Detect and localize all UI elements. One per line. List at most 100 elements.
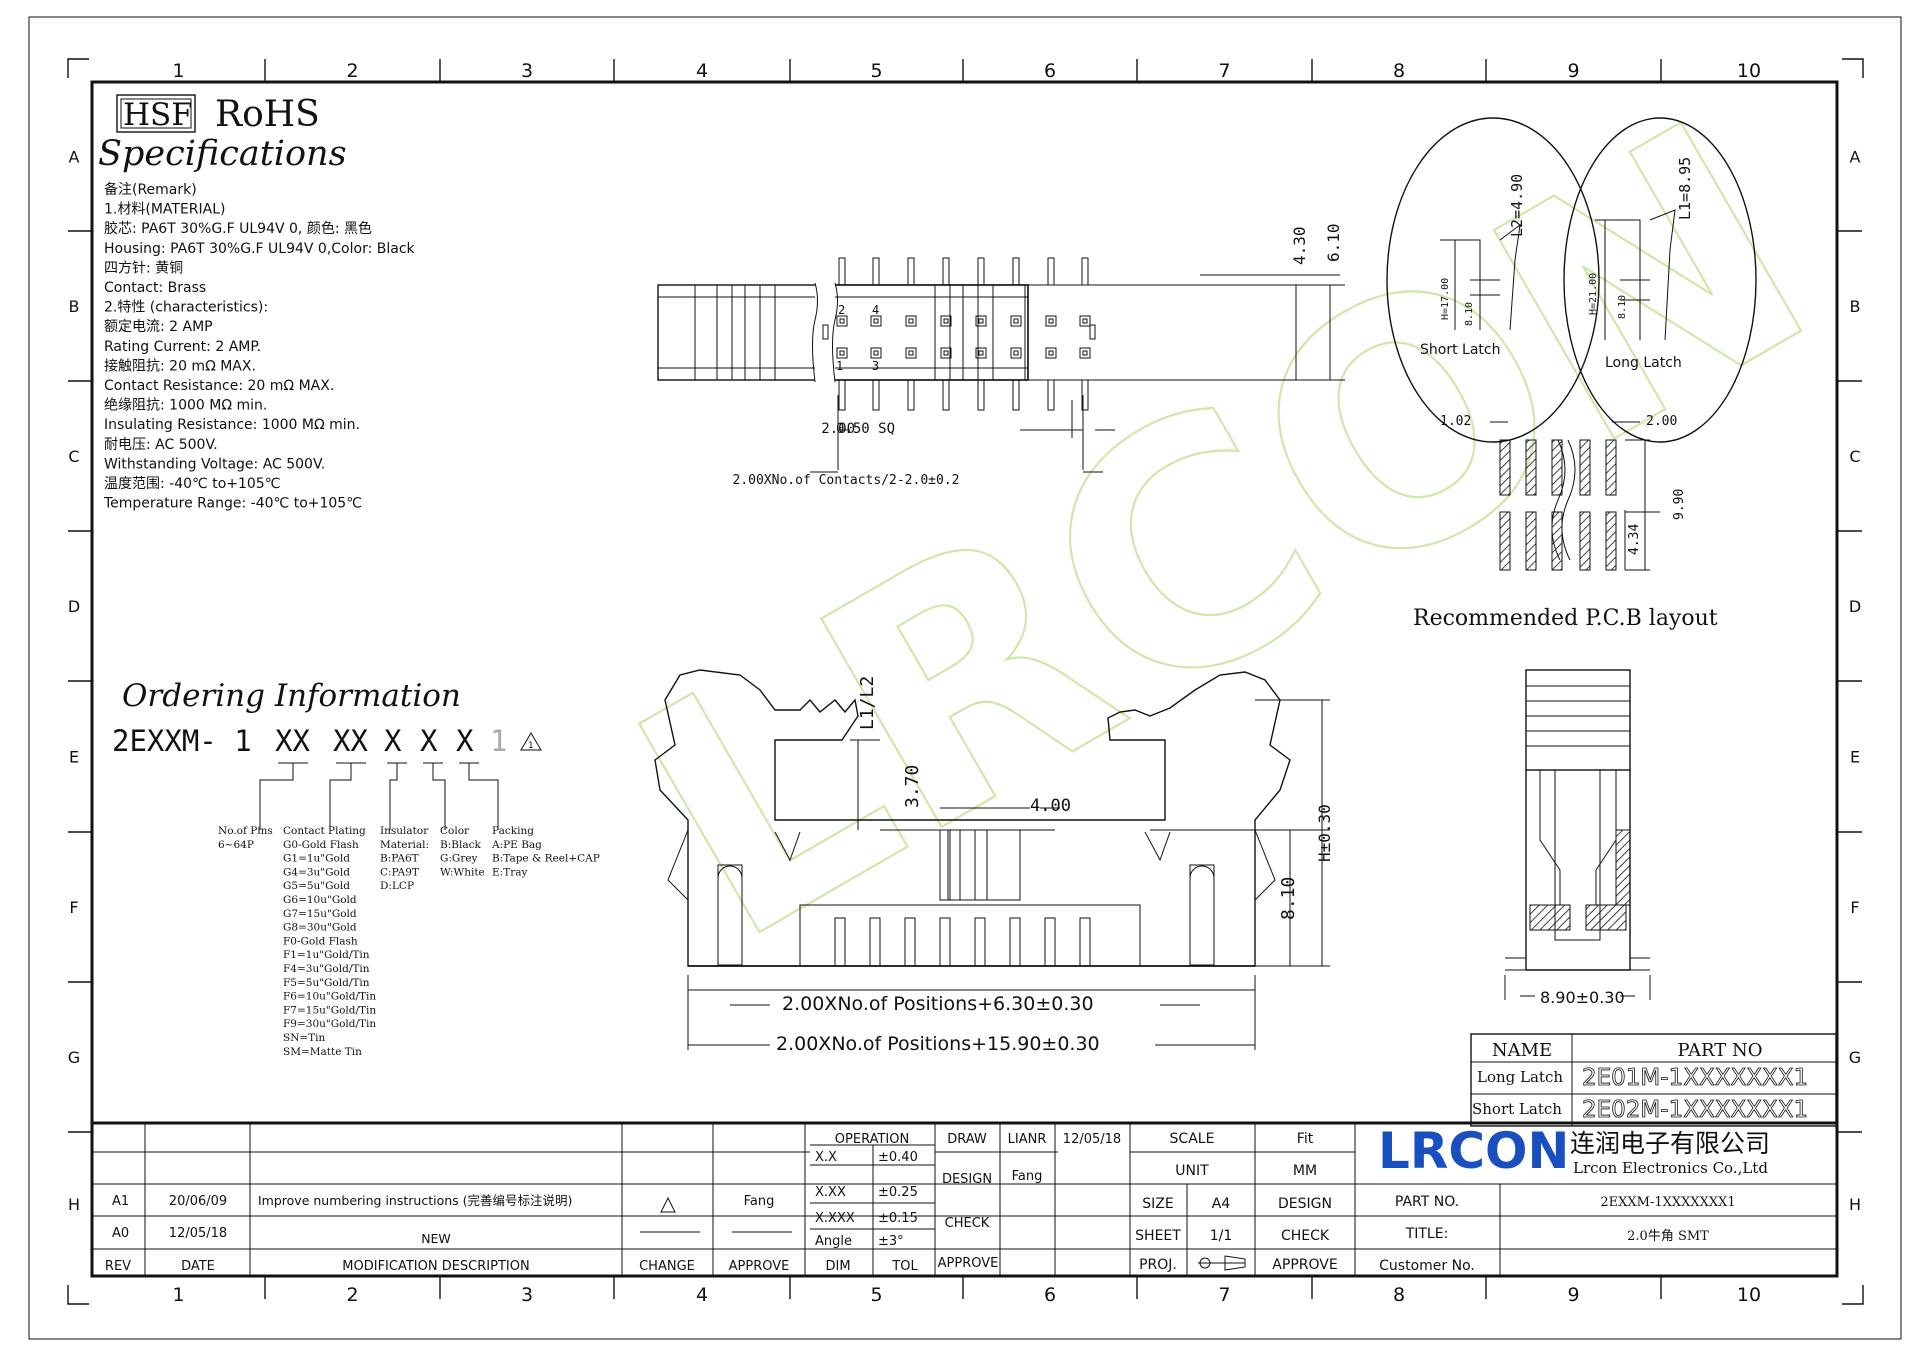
spec-line: 胶芯: PA6T 30%G.F UL94V 0, 颜色: 黑色 <box>104 220 372 237</box>
svg-text:3.70: 3.70 <box>902 765 923 808</box>
hsf-label: HSF <box>123 97 193 133</box>
grid-row-label: F <box>1850 898 1859 917</box>
svg-text:2EXXM-1XXXXXXX1: 2EXXM-1XXXXXXX1 <box>1600 1195 1735 1210</box>
ordering-option: G4=3u"Gold <box>283 866 350 878</box>
ordering-option: F4=3u"Gold/Tin <box>283 963 370 975</box>
svg-text:NAME: NAME <box>1492 1040 1552 1061</box>
spec-lines: 备注(Remark)1.材料(MATERIAL)胶芯: PA6T 30%G.F … <box>103 181 416 512</box>
svg-text:8.90±0.30: 8.90±0.30 <box>1540 988 1625 1007</box>
grid-col-label: 7 <box>1218 60 1230 82</box>
svg-text:6.10: 6.10 <box>1324 223 1343 262</box>
pcb-pad <box>1551 511 1563 571</box>
svg-text:4.34: 4.34 <box>1627 524 1642 555</box>
pcb-pad <box>1525 439 1537 496</box>
grid-row-label: C <box>68 447 79 466</box>
ordering-option: W:White <box>440 866 485 878</box>
spec-line: Rating Current: 2 AMP. <box>104 339 261 355</box>
pin-number: 2 <box>838 303 845 317</box>
projection-symbol-icon <box>1198 1255 1246 1271</box>
rev-cell: Fang <box>744 1194 775 1209</box>
side-view: 8.90±0.30 <box>1504 669 1651 1007</box>
spec-line: Temperature Range: -40℃ to+105℃ <box>103 496 362 512</box>
grid-col-label: 8 <box>1393 60 1405 82</box>
contact-pin <box>1079 917 1091 967</box>
rohs-header: HSF RoHS <box>116 94 320 135</box>
pcb-pad <box>1605 511 1617 571</box>
grid-col-label: 8 <box>1393 1284 1405 1306</box>
grid-row-label: F <box>69 898 78 917</box>
svg-text:1.02: 1.02 <box>1440 414 1471 429</box>
tol-value: ±3° <box>878 1234 904 1249</box>
grid-col-label: 2 <box>346 60 358 82</box>
tol-label: X.XXX <box>815 1211 855 1226</box>
grid-row-label: E <box>1850 748 1860 767</box>
svg-text:LIANR: LIANR <box>1008 1132 1047 1147</box>
svg-text:DIM: DIM <box>825 1259 850 1274</box>
rohs-label: RoHS <box>215 94 320 135</box>
ordering-option: G7=15u"Gold <box>283 908 357 920</box>
ordering-option: B:PA6T <box>380 853 419 865</box>
svg-text:H=21.00: H=21.00 <box>1588 273 1599 315</box>
svg-text:4.30: 4.30 <box>1290 226 1309 265</box>
contact-pin <box>1044 917 1056 967</box>
grid-row-label: E <box>69 748 79 767</box>
pcb-pad <box>1579 511 1591 571</box>
contact-pin <box>869 917 881 967</box>
tol-value: ±0.15 <box>878 1211 918 1226</box>
ordering-option: F5=5u"Gold/Tin <box>283 977 370 989</box>
pcb-pad <box>1499 511 1511 571</box>
svg-text:Fang: Fang <box>1012 1169 1043 1184</box>
svg-text:L2=4.90: L2=4.90 <box>1508 174 1526 237</box>
contact-pin <box>904 917 916 967</box>
grid-row-label: C <box>1849 447 1860 466</box>
svg-text:PROJ.: PROJ. <box>1139 1257 1177 1273</box>
spec-line: Contact: Brass <box>104 280 206 296</box>
svg-text:Short Latch: Short Latch <box>1420 342 1500 358</box>
long-latch-detail: Long Latch L1=8.95 H=21.00 8.10 <box>1563 117 1757 443</box>
ordering-option: B:Black <box>440 839 481 851</box>
svg-text:OPERATION: OPERATION <box>835 1132 909 1147</box>
svg-text:8.10: 8.10 <box>1464 302 1475 326</box>
svg-text:2.00XNo.of Positions+15.90±0.3: 2.00XNo.of Positions+15.90±0.30 <box>776 1033 1100 1055</box>
svg-text:L1/L2: L1/L2 <box>857 676 878 730</box>
svg-text:2.0牛角 SMT: 2.0牛角 SMT <box>1627 1229 1709 1244</box>
grid-col-label: 4 <box>696 60 708 82</box>
spec-title: Specifications <box>98 134 347 174</box>
grid-col-label: 5 <box>870 60 882 82</box>
svg-text:8.10: 8.10 <box>1278 877 1299 920</box>
ordering-option: F7=15u"Gold/Tin <box>283 1004 376 1016</box>
grid-row-label: H <box>1849 1195 1861 1214</box>
ordering-option: F1=1u"Gold/Tin <box>283 949 370 961</box>
grid-row-label: G <box>1849 1048 1861 1067</box>
spec-line: 备注(Remark) <box>104 181 197 198</box>
pcb-pad <box>1579 439 1591 496</box>
short-latch-detail: Short Latch L2=4.90 H=17.00 8.10 <box>1386 117 1600 443</box>
front-view: L1/L2 3.70 4.00 H±0.30 8.10 2.00XNo.of P… <box>654 669 1334 1055</box>
svg-text:X: X <box>456 724 474 758</box>
svg-text:SIZE: SIZE <box>1142 1196 1173 1212</box>
grid-row-label: B <box>69 297 80 316</box>
ordering-option: 6~64P <box>218 839 254 851</box>
grid-row-label: B <box>1850 297 1861 316</box>
svg-text:0.50 SQ: 0.50 SQ <box>836 421 895 437</box>
ordering-option: G8=30u"Gold <box>283 922 357 934</box>
svg-text:APPROVE: APPROVE <box>938 1256 999 1271</box>
svg-text:H=17.00: H=17.00 <box>1440 278 1451 320</box>
tol-value: ±0.40 <box>878 1150 918 1165</box>
svg-text:REV: REV <box>105 1259 131 1274</box>
ordering-title: Ordering Information <box>122 678 461 714</box>
pcb-title: Recommended P.C.B layout <box>1413 606 1718 631</box>
pcb-pad <box>1499 439 1511 496</box>
svg-text:Long Latch: Long Latch <box>1605 355 1682 371</box>
ordering-option: SN=Tin <box>283 1032 326 1044</box>
grid-row-label: G <box>68 1048 80 1067</box>
grid-col-label: 4 <box>696 1284 708 1306</box>
ordering-code: 2EXXM- 1 XX XX X X X 1 1 <box>112 724 542 830</box>
svg-text:SCALE: SCALE <box>1170 1131 1215 1147</box>
spec-line: Housing: PA6T 30%G.F UL94V 0,Color: Blac… <box>104 241 416 257</box>
grid-col-label: 9 <box>1567 60 1579 82</box>
spec-line: Withstanding Voltage: AC 500V. <box>104 456 325 472</box>
ordering-option: F6=10u"Gold/Tin <box>283 991 376 1003</box>
svg-text:LRCON: LRCON <box>580 51 1866 1015</box>
